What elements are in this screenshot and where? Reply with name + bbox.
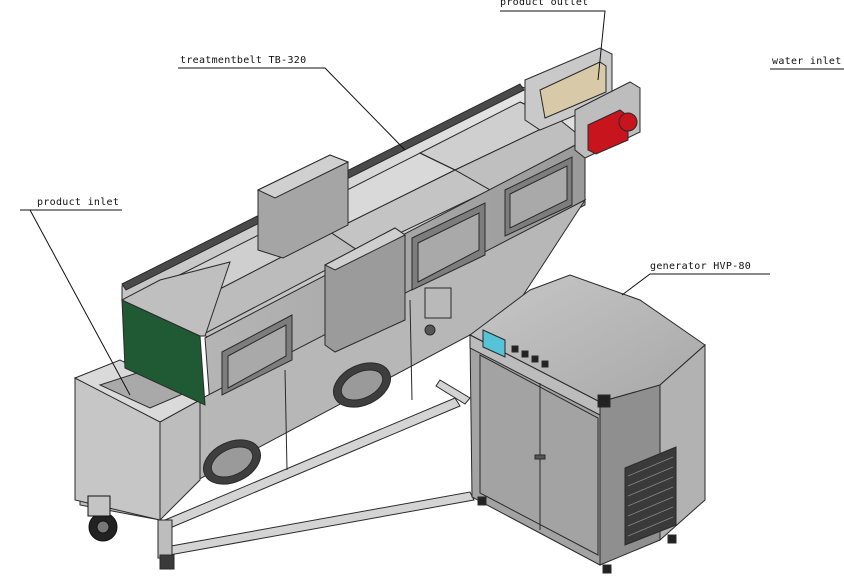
control-boxes <box>256 154 452 353</box>
product-outlet-unit <box>524 47 641 159</box>
treatment-belt-label: treatmentbelt TB-320 <box>180 55 307 66</box>
generator-label: generator HVP-80 <box>650 261 752 272</box>
product-inlet-label: product inlet <box>37 197 120 208</box>
water-inlet-label: water inlet <box>772 56 842 67</box>
leader-lines <box>20 10 844 396</box>
wheels <box>87 495 118 542</box>
generator-unit <box>469 274 706 574</box>
generator-screen <box>482 329 506 358</box>
product-outlet-label: product outlet <box>500 0 589 8</box>
support-frame <box>157 379 475 570</box>
